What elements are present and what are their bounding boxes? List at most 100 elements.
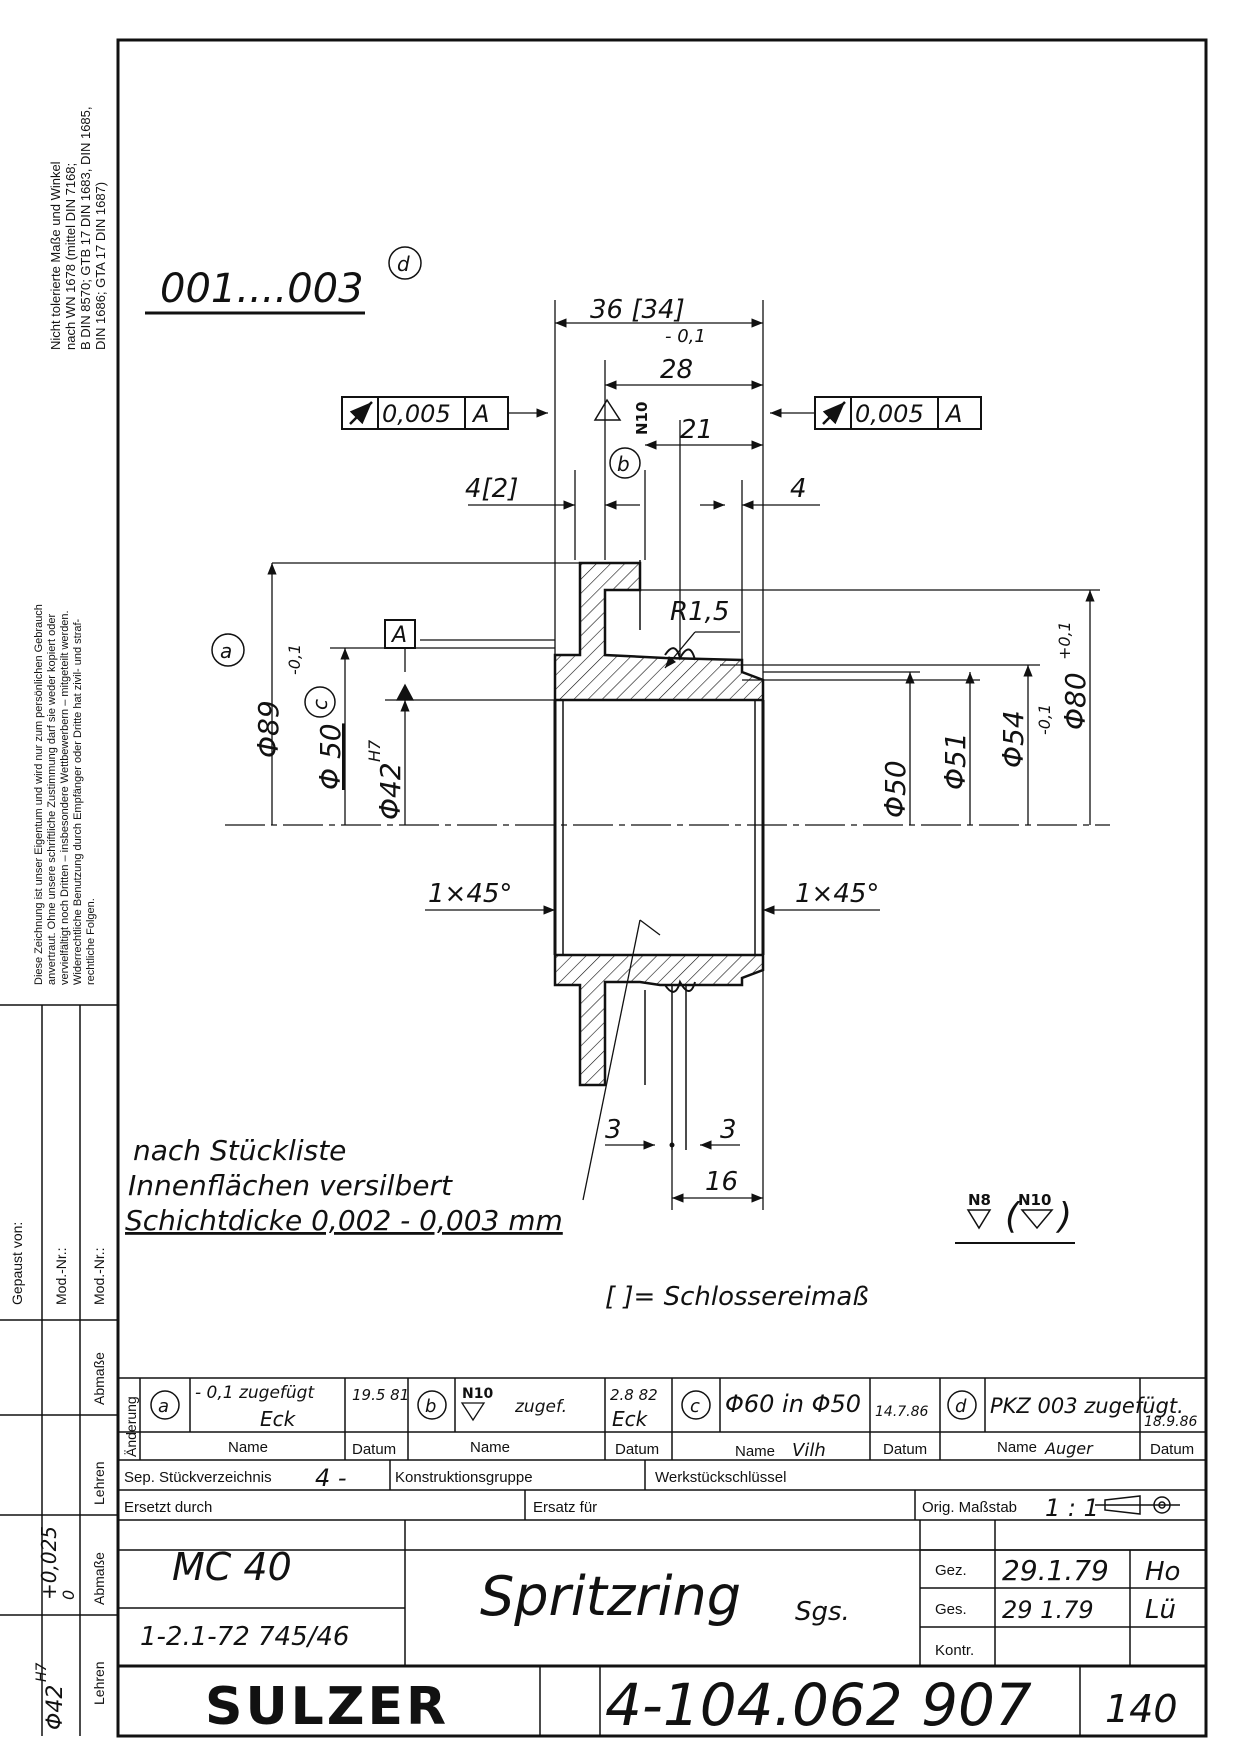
ges-signature: Lü [1145, 1595, 1176, 1625]
gepaust-von-label: Gepaust von: [9, 1222, 25, 1305]
surface-n10-symbol: N10 [633, 402, 651, 435]
dim-4-2: 4[2] [465, 474, 518, 504]
revision-c-sign: Vilh [792, 1440, 826, 1461]
datum-header: Datum [352, 1441, 396, 1458]
drawing-number: 4-104.062 907 [605, 1671, 1032, 1739]
copyright-note-line: Diese Zeichnung ist unser Eigentum und w… [33, 604, 45, 985]
dim-36-tolerance: - 0,1 [665, 326, 706, 347]
name-header: Name [735, 1443, 775, 1460]
dim-3-right: 3 [720, 1115, 737, 1145]
drawing-number-left: 1-2.1-72 745/46 [140, 1622, 349, 1652]
company-logo: SULZER [205, 1677, 449, 1737]
revision-b-symbol: N10 [462, 1386, 493, 1402]
revision-c-date: 14.7.86 [875, 1404, 929, 1420]
revision-b-date: 2.8 82 [610, 1386, 658, 1404]
revision-d-sign: Auger [1044, 1439, 1094, 1458]
chamfer-right: 1×45° [795, 879, 879, 909]
surface-n10-bracket: N10 [1018, 1191, 1051, 1209]
note-layer-thickness: Schichtdicke 0,002 - 0,003 mm [125, 1204, 563, 1237]
datum-header: Datum [883, 1441, 927, 1458]
dim-21: 21 [680, 415, 713, 445]
dim-36: 36 [34] [590, 295, 685, 325]
revision-b-text: zugef. [514, 1397, 567, 1417]
diameter-50-c: Φ 50 [314, 723, 347, 790]
svg-text:(: ( [1005, 1196, 1021, 1237]
gez-signature: Ho [1145, 1557, 1180, 1587]
runout-value: 0,005 [382, 400, 451, 428]
massstab-label: Orig. Maßstab [922, 1499, 1017, 1516]
revision-a-sign: Eck [260, 1407, 297, 1431]
model-number: MC 40 [172, 1545, 292, 1589]
note-silver-plated: Innenflächen versilbert [128, 1169, 453, 1202]
radius-label: R1,5 [670, 597, 729, 627]
gez-label: Gez. [935, 1562, 967, 1579]
lehren-label: Lehren [91, 1661, 107, 1705]
datum-a-label: A [390, 623, 407, 648]
tolerance-note-line: Nicht tolerierte Maße und Winkel [48, 161, 63, 350]
ges-label: Ges. [935, 1601, 967, 1618]
title-block: Sep. Stückverzeichnis Konstruktionsgrupp… [118, 1464, 1206, 1739]
copyright-note-line: rechtliche Folgen. [85, 898, 97, 985]
runout-datum: A [471, 400, 489, 428]
tolerance-note-line: DIN 1686; GTA 17 DIN 1687) [93, 182, 108, 350]
tolerance-lower-value: 0 [59, 1590, 78, 1600]
revision-c-letter: c [690, 1396, 700, 1417]
tolerance-note-line: nach WN 1678 (mittel DIN 7168; [63, 163, 78, 350]
revision-b-letter: b [425, 1396, 436, 1417]
note-parts-list: nach Stückliste [133, 1134, 346, 1167]
dim-28: 28 [660, 355, 693, 385]
name-header: Name [228, 1439, 268, 1456]
revision-a-letter: a [158, 1396, 169, 1417]
diameter-54-tolerance: -0,1 [1035, 704, 1054, 735]
name-header: Name [997, 1439, 1037, 1456]
diameter-50: Φ50 [879, 760, 912, 818]
diameter-89: Φ89 [252, 700, 285, 758]
diameter-42-fit: H7 [365, 739, 384, 762]
dim-16: 16 [705, 1167, 738, 1197]
ersetzt-durch-label: Ersetzt durch [124, 1499, 212, 1516]
revision-b-sign: Eck [612, 1407, 649, 1431]
gez-date: 29.1.79 [1002, 1554, 1109, 1587]
ges-date: 29 1.79 [1002, 1596, 1094, 1624]
revision-d-text: PKZ 003 zugefügt. [990, 1394, 1184, 1418]
runout-tolerance-left: 0,005 A [341, 396, 509, 430]
diameter-54: Φ54 [997, 710, 1030, 768]
name-header: Name [470, 1439, 510, 1456]
revision-c-text: Φ60 in Φ50 [725, 1390, 861, 1418]
revision-table: Änderung a - 0,1 zugefügt Eck 19.5 81 b … [118, 1377, 1206, 1521]
diameter-80: Φ80 [1059, 672, 1092, 730]
werkstueckschluessel-label: Werkstückschlüssel [655, 1469, 786, 1486]
part-section [225, 560, 1110, 1150]
kontr-label: Kontr. [935, 1642, 974, 1659]
dimension-lines [145, 300, 1100, 1210]
abmasse-label: Abmaße [91, 1352, 107, 1405]
svg-text:): ) [1055, 1196, 1072, 1237]
drawing-frame [116, 38, 1208, 1738]
lehren-label: Lehren [91, 1461, 107, 1505]
bracket-note: [ ]= Schlossereimaß [605, 1282, 869, 1312]
mod-nr-label: Mod.-Nr.: [91, 1247, 107, 1305]
revision-side-label: Änderung [123, 1396, 139, 1457]
runout-tolerance-right: 0,005 A [814, 396, 982, 430]
revision-letter-d: d [397, 252, 410, 276]
ersatz-fuer-label: Ersatz für [533, 1499, 597, 1516]
revision-letter-a: a [220, 639, 232, 663]
left-margin: Nicht tolerierte Maße und Winkel nach WN… [0, 40, 119, 1736]
tolerance-note-line: B DIN 8570; GTB 17 DIN 1683, DIN 1685, [78, 106, 93, 350]
part-range: 001....003 [160, 266, 364, 312]
chamfer-left: 1×45° [428, 879, 512, 909]
sheet-number: 140 [1105, 1687, 1178, 1731]
diameter-51: Φ51 [939, 732, 972, 790]
konstruktionsgruppe-label: Konstruktionsgruppe [395, 1469, 533, 1486]
runout-datum: A [944, 400, 962, 428]
diameter-80-tolerance: +0,1 [1055, 621, 1074, 660]
sep-value: 4 - [315, 1464, 347, 1492]
revision-a-date: 19.5 81 [352, 1386, 409, 1404]
copyright-note-line: vervielfältigt noch Dritten – insbesonde… [59, 610, 71, 985]
revision-a-text: - 0,1 zugefügt [195, 1383, 315, 1403]
diameter-89-tolerance: -0,1 [285, 644, 304, 675]
abmasse-label: Abmaße [91, 1552, 107, 1605]
datum-a-box [384, 619, 416, 649]
surface-finish-general: N8 N10 ( ) [955, 1191, 1075, 1244]
runout-value: 0,005 [855, 400, 924, 428]
